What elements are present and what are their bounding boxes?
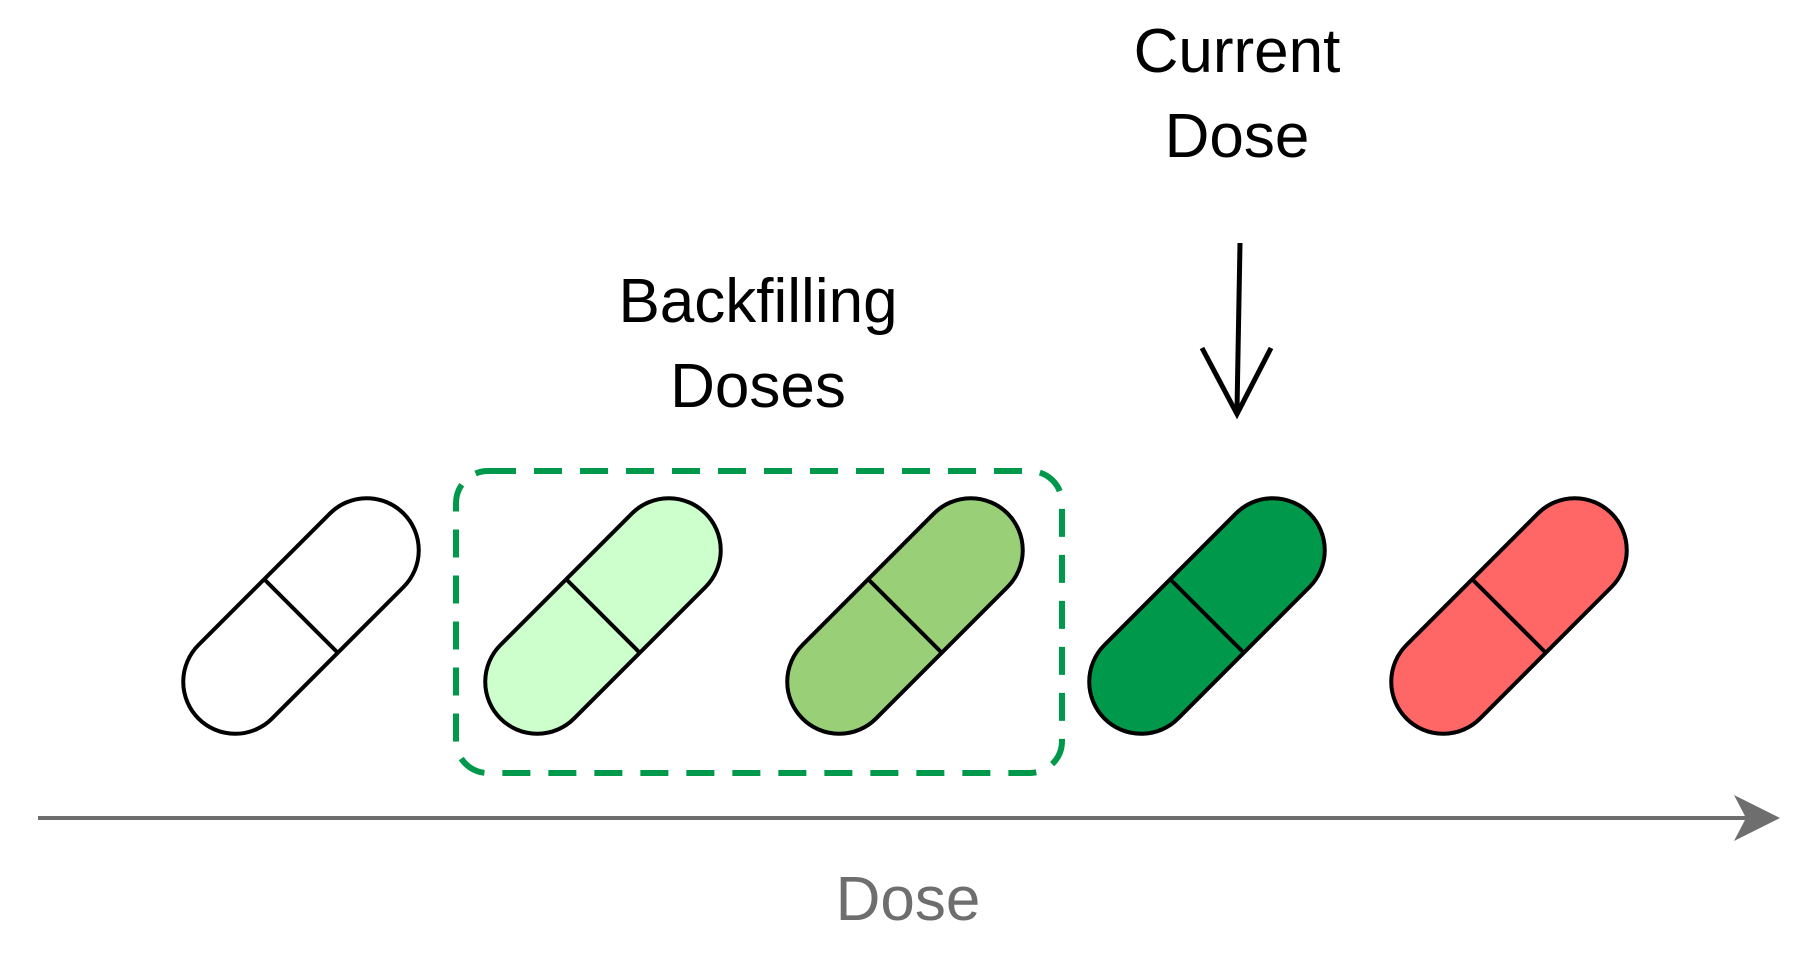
- current-dose-arrow: [1199, 242, 1274, 420]
- backfilling-doses-box: [453, 468, 1065, 776]
- pill-dose-4-current: [1087, 496, 1327, 736]
- current-dose-label-line2: Dose: [1165, 102, 1310, 171]
- pill-dose-3: [785, 496, 1025, 736]
- dose-axis-label: Dose: [836, 865, 981, 934]
- pill-divider: [262, 577, 340, 655]
- pill-divider: [564, 577, 642, 655]
- backfilling-doses-label-line2: Doses: [670, 352, 846, 421]
- dose-axis: [38, 795, 1780, 841]
- pill-dose-2: [483, 496, 723, 736]
- dose-axis-arrowhead: [1734, 795, 1780, 841]
- pill-divider: [1168, 577, 1246, 655]
- current-dose-label-line1: Current: [1134, 17, 1341, 86]
- pills-group: [181, 496, 1629, 736]
- pill-divider: [1470, 577, 1548, 655]
- backfilling-doses-label-line1: Backfilling: [618, 267, 897, 336]
- pill-dose-5: [1389, 496, 1629, 736]
- pill-dose-1: [181, 496, 421, 736]
- pill-divider: [866, 577, 944, 655]
